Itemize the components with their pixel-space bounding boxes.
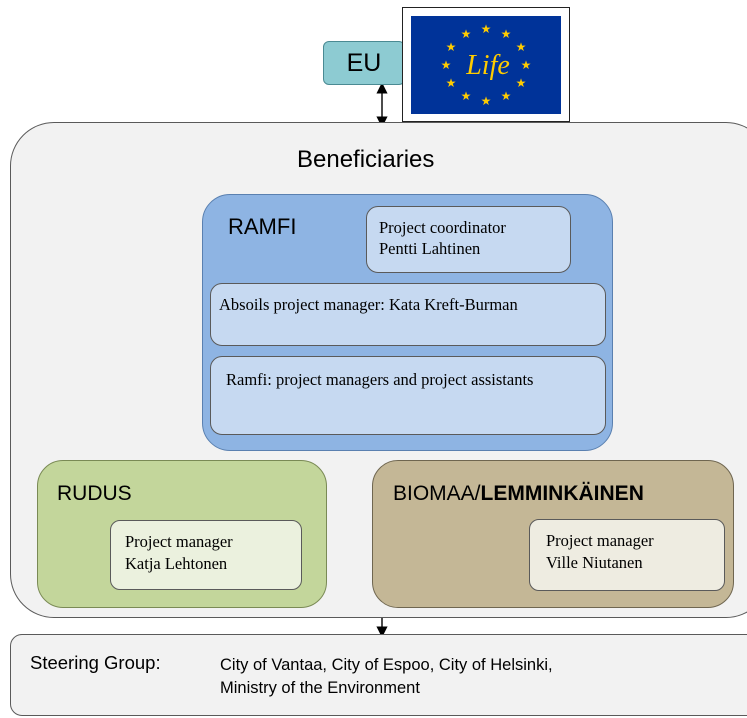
svg-text:★: ★ xyxy=(461,89,472,103)
rudus-manager-name: Katja Lehtonen xyxy=(125,554,228,573)
biomaa-title-part2: LEMMINKÄINEN xyxy=(480,482,644,505)
biomaa-manager-name: Ville Niutanen xyxy=(546,553,643,572)
rudus-manager-role: Project manager xyxy=(125,532,233,551)
biomaa-manager-role: Project manager xyxy=(546,531,654,550)
steering-group-members: City of Vantaa, City of Espoo, City of H… xyxy=(220,654,720,700)
svg-text:★: ★ xyxy=(501,27,512,41)
svg-text:★: ★ xyxy=(516,40,527,54)
svg-text:★: ★ xyxy=(441,58,452,72)
svg-text:★: ★ xyxy=(446,76,457,90)
svg-text:★: ★ xyxy=(446,40,457,54)
ramfi-title: RAMFI xyxy=(228,214,297,239)
svg-text:★: ★ xyxy=(461,27,472,41)
absoils-manager-text: Absoils project manager: Kata Kreft-Burm… xyxy=(219,295,518,314)
life-logo-frame: ★ ★ ★ ★ ★ ★ ★ ★ ★ ★ ★ ★ Life xyxy=(402,7,570,122)
svg-text:★: ★ xyxy=(521,58,532,72)
biomaa-title-part1: BIOMAA/ xyxy=(393,482,481,505)
rudus-manager-box: Project manager Katja Lehtonen xyxy=(110,520,302,590)
svg-text:★: ★ xyxy=(481,22,492,36)
steering-group-box xyxy=(10,634,747,716)
svg-text:★: ★ xyxy=(481,94,492,108)
eu-label: EU xyxy=(346,48,382,77)
ramfi-managers-box: Ramfi: project managers and project assi… xyxy=(210,356,606,435)
biomaa-title: BIOMAA/LEMMINKÄINEN xyxy=(393,482,644,506)
eu-life-logo: ★ ★ ★ ★ ★ ★ ★ ★ ★ ★ ★ ★ Life xyxy=(411,16,561,114)
ramfi-managers-text: Ramfi: project managers and project assi… xyxy=(226,370,534,389)
life-logo-text: Life xyxy=(465,50,510,81)
beneficiaries-title: Beneficiaries xyxy=(297,146,435,173)
biomaa-manager-box: Project manager Ville Niutanen xyxy=(529,519,725,591)
svg-text:★: ★ xyxy=(501,89,512,103)
steering-members-line2: Ministry of the Environment xyxy=(220,679,420,697)
project-coordinator-box: Project coordinator Pentti Lahtinen xyxy=(366,206,571,273)
absoils-manager-box: Absoils project manager: Kata Kreft-Burm… xyxy=(210,283,606,346)
coordinator-role: Project coordinator xyxy=(379,218,506,237)
steering-group-label: Steering Group: xyxy=(30,652,161,673)
rudus-title: RUDUS xyxy=(57,482,132,505)
coordinator-name: Pentti Lahtinen xyxy=(379,239,481,258)
svg-text:★: ★ xyxy=(516,76,527,90)
eu-box: EU xyxy=(323,41,405,85)
steering-members-line1: City of Vantaa, City of Espoo, City of H… xyxy=(220,656,553,674)
